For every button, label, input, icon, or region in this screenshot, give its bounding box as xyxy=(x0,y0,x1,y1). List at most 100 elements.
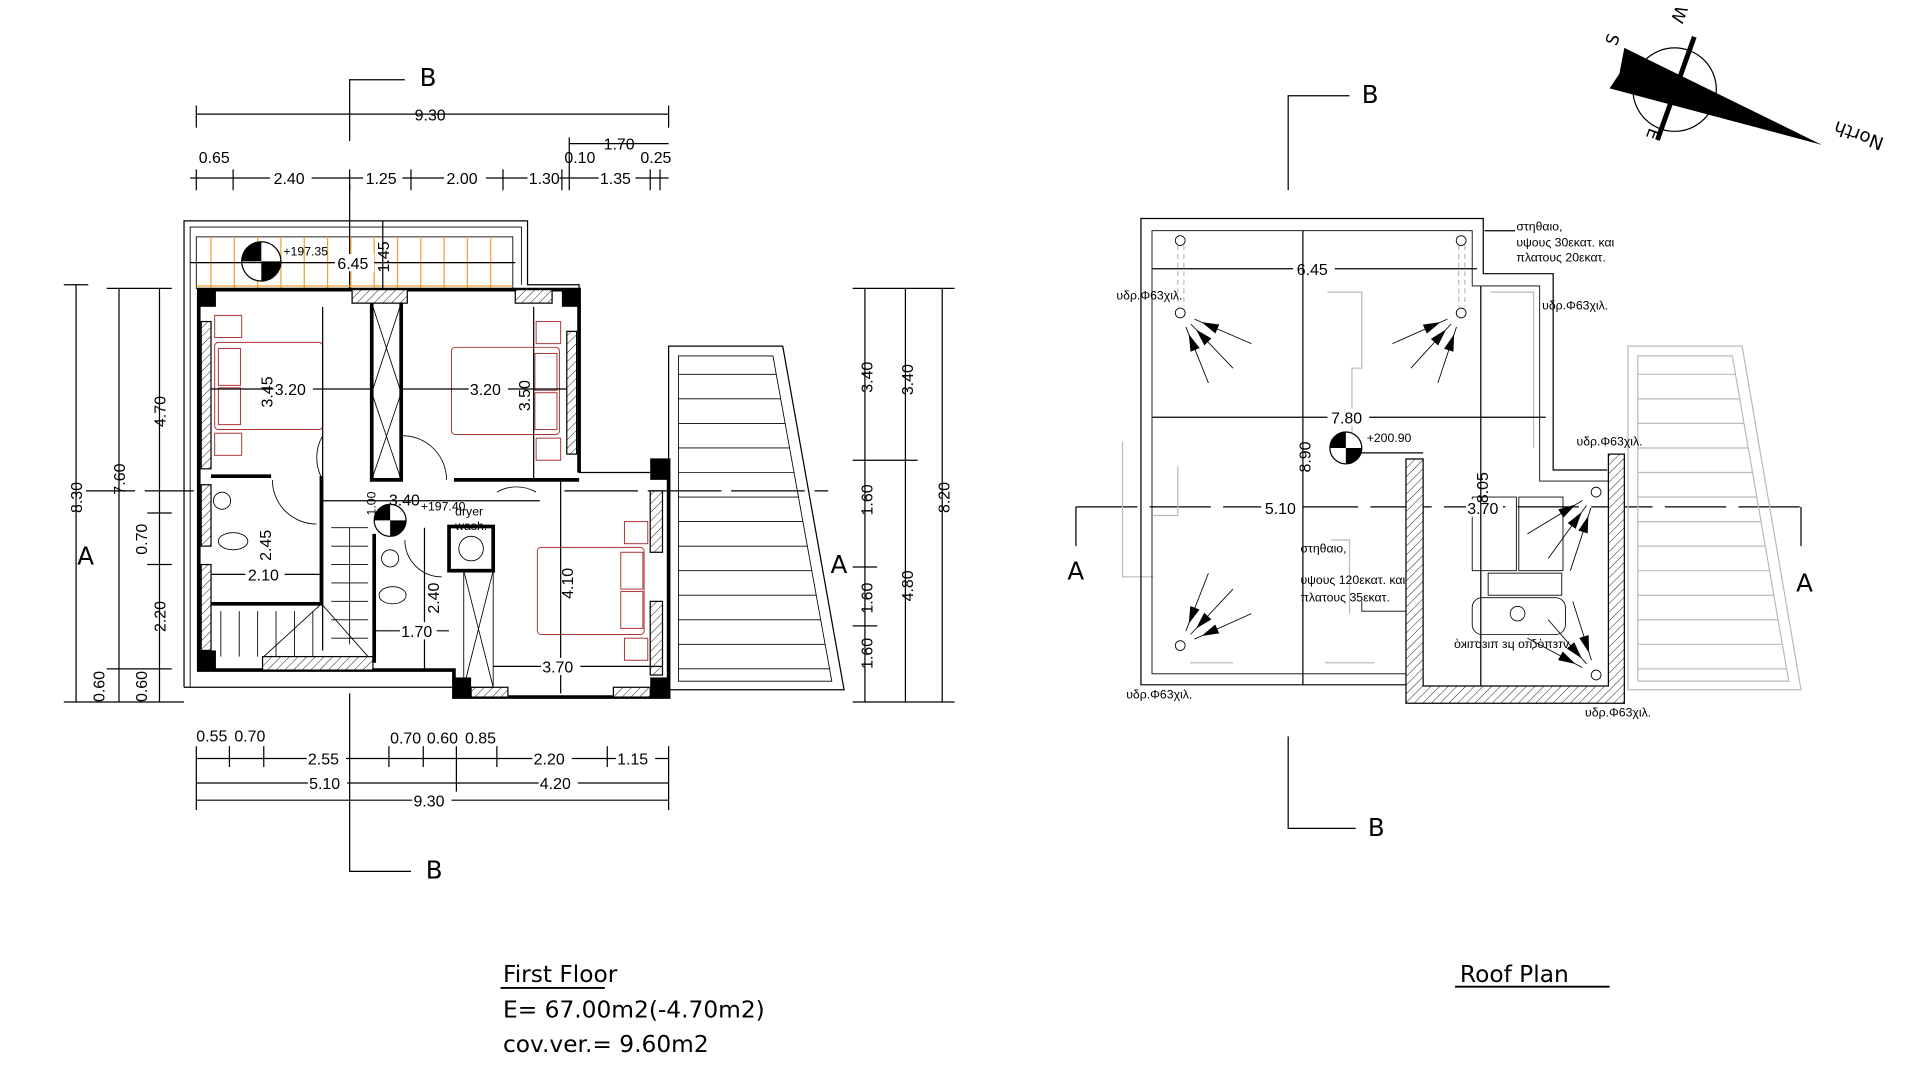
drain-label: υδρ.Φ63χιλ. xyxy=(1585,706,1651,720)
area-label: E= 67.00m2(-4.70m2) xyxy=(503,996,765,1023)
roof-notes: στηθαιο, υψους 30εκατ. και πλατους 20εκα… xyxy=(1116,220,1651,720)
dimensions-top: 9.30 1.70 0.65 0.10 0.25 2.40 1.25 2.00 … xyxy=(190,105,672,191)
dim: 2.40 xyxy=(426,582,443,613)
arrowhead-icon xyxy=(1567,512,1582,529)
interior-dimensions: 3.20 3.45 3.20 3.50 3.40 +197.40 1.00 dr… xyxy=(211,306,663,694)
dim: 7.60 xyxy=(112,463,129,494)
dim: 3.70 xyxy=(542,660,573,677)
north-arrow: W S E North xyxy=(1602,3,1886,154)
washer-label: wash. xyxy=(454,519,487,533)
dim: 0.25 xyxy=(640,150,671,167)
plan-title: Roof Plan xyxy=(1460,961,1569,988)
dim: 4.80 xyxy=(900,570,917,601)
dim: 3.40 xyxy=(900,364,917,395)
arrowhead-icon xyxy=(1430,329,1447,346)
arrowhead-icon xyxy=(1578,515,1589,534)
covered-area-label: cov.ver.= 9.60m2 xyxy=(503,1031,709,1058)
arrowhead-icon xyxy=(1188,333,1200,352)
section-label: B xyxy=(1362,80,1379,109)
balcony-width: 6.45 xyxy=(337,256,368,273)
dim: 1.60 xyxy=(859,484,876,515)
section-label: B xyxy=(420,63,437,92)
section-label: A xyxy=(1067,556,1084,585)
arrowhead-icon xyxy=(1188,606,1200,624)
drain-label: υδρ.Φ63χιλ. xyxy=(1576,434,1642,448)
drain-label: υδρ.Φ63χιλ. xyxy=(1126,687,1192,701)
dim: 2.40 xyxy=(274,171,305,188)
dim: 2.00 xyxy=(447,171,478,188)
dim: 1.70 xyxy=(604,137,635,154)
arrowhead-icon xyxy=(1558,651,1576,664)
dim: 4.20 xyxy=(540,776,571,793)
dryer-label: dryer xyxy=(455,504,483,518)
dim: 0.60 xyxy=(427,731,458,748)
dim: 1.25 xyxy=(366,171,397,188)
arrowhead-icon xyxy=(1579,635,1590,653)
dim: 5.10 xyxy=(1265,501,1296,518)
dim: 4.10 xyxy=(560,568,577,599)
dim: 8.90 xyxy=(1297,441,1314,472)
dim: 1.60 xyxy=(859,582,876,613)
dim: 1.30 xyxy=(529,171,560,188)
dim: 3.20 xyxy=(275,382,306,399)
dim: 1.70 xyxy=(401,624,432,641)
roof-plan: B B A A xyxy=(1067,80,1813,988)
balcony-tiles: +197.35 6.45 1.45 xyxy=(190,220,516,289)
north-arrow-icon xyxy=(1609,47,1822,145)
dim: 1.35 xyxy=(600,171,631,188)
arrowhead-icon xyxy=(1201,322,1220,334)
arrowhead-icon xyxy=(1196,329,1212,346)
roof-level: +200.90 xyxy=(1367,431,1412,445)
dim: 0.65 xyxy=(199,150,230,167)
compass-north: North xyxy=(1831,116,1887,153)
dim: 8.30 xyxy=(69,482,86,513)
dim: 4.70 xyxy=(153,396,170,427)
compass-west: W xyxy=(1666,3,1691,26)
note-line: στηθαιο, xyxy=(1300,541,1346,555)
dimensions-right: 3.40 1.60 1.60 1.60 3.40 4.80 8.20 xyxy=(852,287,955,703)
note-line: στηθαιο, xyxy=(1516,220,1562,234)
dim: 3.20 xyxy=(470,382,501,399)
exterior-stair xyxy=(668,345,845,691)
dim: 0.70 xyxy=(234,728,265,745)
dim: 2.55 xyxy=(308,752,339,769)
arrowhead-icon xyxy=(1444,333,1455,352)
dim: 1.15 xyxy=(617,752,648,769)
section-label: A xyxy=(1796,569,1813,598)
roof-dimensions: 6.45 7.80 5.10 3.70 8.90 8.05 +200.90 xyxy=(1152,230,1546,687)
arrowhead-icon xyxy=(1422,322,1441,334)
dim: 3.50 xyxy=(517,380,534,411)
tank-label: ντεπόζιτο με πιεστικό xyxy=(1454,637,1569,651)
section-label: B xyxy=(426,856,443,885)
arrowhead-icon xyxy=(1201,624,1220,636)
dim: 0.85 xyxy=(465,731,496,748)
dim: 0.10 xyxy=(564,150,595,167)
plan-title: First Floor xyxy=(503,961,618,988)
note-line: υψους 30εκατ. και xyxy=(1516,236,1614,250)
dim: 1.00 xyxy=(364,491,378,515)
dim: 2.45 xyxy=(258,530,275,561)
beds xyxy=(214,314,649,661)
section-label: A xyxy=(77,542,94,571)
dim: 3.70 xyxy=(1467,501,1498,518)
ghost-walls xyxy=(1121,291,1802,691)
first-floor-plan: B 9.30 1.70 0.65 0.10 0.25 2.40 1.25 xyxy=(63,63,955,1058)
dim: 8.05 xyxy=(1475,472,1492,503)
dimensions-left: 8.30 7.60 4.70 0.70 2.20 0.60 0.60 xyxy=(63,284,185,703)
dim: 1.60 xyxy=(859,638,876,669)
dimensions-bottom: 0.55 0.70 0.70 0.60 0.85 2.55 2.20 1.15 … xyxy=(195,728,670,810)
drain-label: υδρ.Φ63χιλ. xyxy=(1542,298,1608,312)
arrowhead-icon xyxy=(1196,612,1212,629)
section-label: A xyxy=(831,550,848,579)
dim: 3.40 xyxy=(859,362,876,393)
dim: 3.45 xyxy=(259,376,276,407)
drain-label: υδρ.Φ63χιλ. xyxy=(1116,288,1182,302)
dim: 0.60 xyxy=(134,671,151,702)
dim: 7.80 xyxy=(1331,410,1362,427)
dim: 2.10 xyxy=(248,567,279,584)
note-line: υψους 120εκατ. και xyxy=(1300,573,1405,587)
dim: 8.20 xyxy=(937,482,954,513)
compass-south: S xyxy=(1602,31,1625,48)
section-label: B xyxy=(1368,813,1385,842)
